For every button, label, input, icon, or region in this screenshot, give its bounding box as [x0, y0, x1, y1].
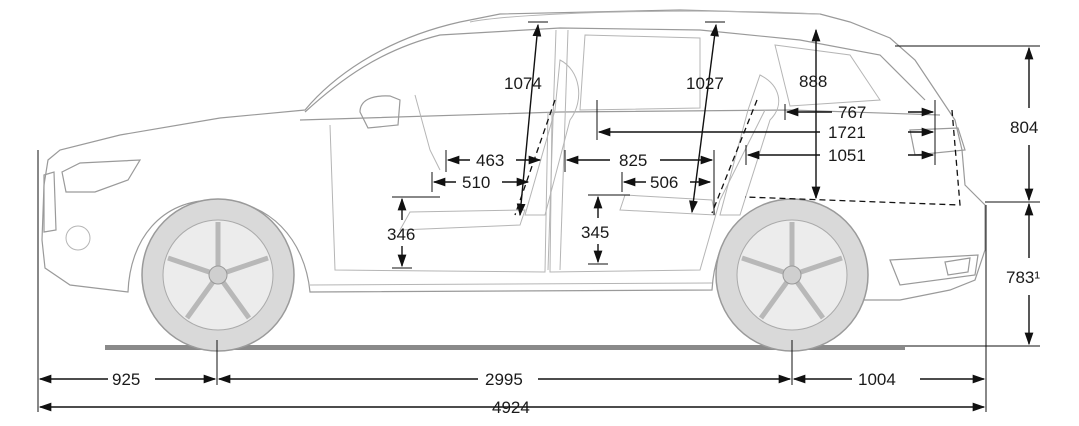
rear-side-window [579, 34, 701, 111]
label-front-headroom: 1074 [504, 74, 542, 93]
label-front-seat-depth: 510 [462, 173, 490, 192]
b-pillar [547, 29, 557, 271]
label-rear-overhang: 1004 [858, 370, 896, 389]
rear-door [549, 109, 766, 273]
label-rear-overhang-height: 804 [1010, 118, 1038, 137]
label-load-length-third-row: 767 [838, 103, 866, 122]
window-line [304, 27, 926, 113]
label-overall-length: 4924 [492, 398, 530, 417]
steering-wheel [414, 94, 441, 171]
belt-line [299, 109, 941, 121]
rear-seat-back [719, 74, 780, 216]
label-rear-headroom: 1027 [686, 74, 724, 93]
front-door [329, 111, 549, 273]
headlight [61, 159, 142, 193]
label-rear-seat-height: 345 [581, 223, 609, 242]
quarter-window [774, 44, 881, 107]
label-wheelbase: 2995 [485, 370, 523, 389]
label-load-length-max: 1721 [828, 123, 866, 142]
roof-rail [469, 10, 821, 23]
dimension-lines [37, 21, 1040, 412]
label-rear-seat-depth: 506 [650, 173, 678, 192]
tail-light [909, 127, 966, 156]
label-load-length-second-row: 1051 [828, 146, 866, 165]
suv-illustration [41, 9, 986, 352]
label-loading-sill-height: 783¹ [1006, 268, 1040, 287]
side-sill [309, 282, 713, 286]
front-seat-cushion [399, 209, 526, 231]
dimension-labels: 1074 1027 888 804 767 1721 1051 463 510 … [112, 72, 1040, 417]
front-seatback-dash [514, 99, 556, 216]
label-front-legroom: 463 [476, 151, 504, 170]
rear-wheel [715, 198, 869, 352]
rear-seatback-dash [711, 99, 758, 214]
exhaust [944, 257, 971, 276]
ground-line [105, 345, 905, 350]
front-wheel [141, 198, 295, 352]
cargo-dash [744, 109, 961, 206]
label-rear-legroom: 825 [619, 151, 647, 170]
label-third-row-headroom: 888 [799, 72, 827, 91]
label-front-seat-height: 346 [387, 225, 415, 244]
label-front-overhang: 925 [112, 370, 140, 389]
fog-light [65, 225, 91, 251]
rear-bumper [889, 254, 979, 286]
rear-seat-cushion [619, 194, 716, 216]
grille [43, 171, 57, 233]
side-mirror [359, 95, 401, 129]
